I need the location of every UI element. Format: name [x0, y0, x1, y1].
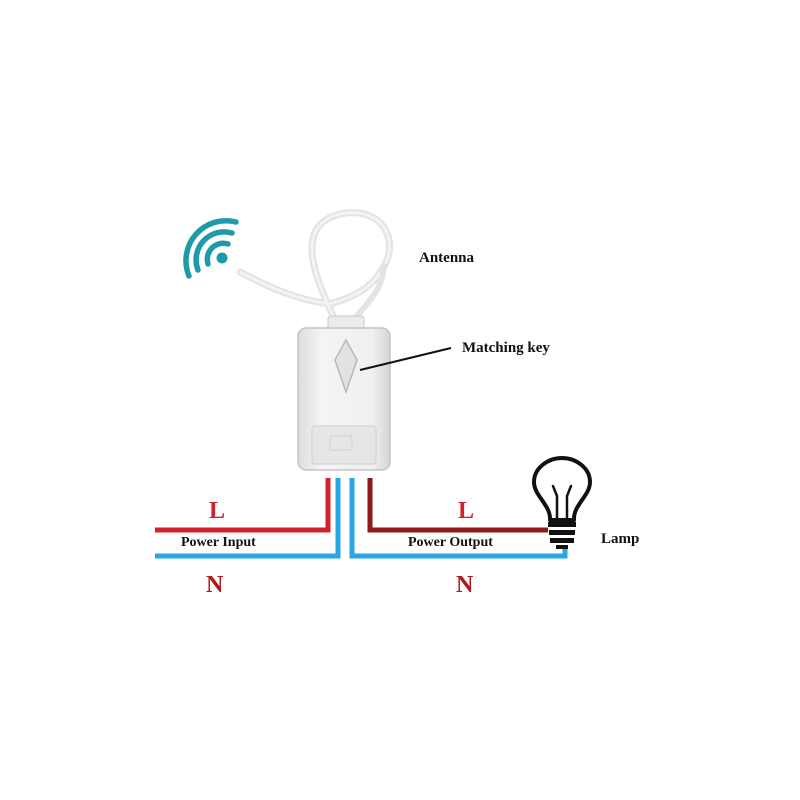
- power-output-label: Power Output: [408, 535, 493, 550]
- wifi-dot: [216, 252, 228, 264]
- power-input-label: Power Input: [181, 535, 256, 550]
- lamp-label: Lamp: [601, 531, 640, 547]
- lamp-base-tip: [556, 545, 568, 549]
- lamp-bulb-icon: [532, 456, 592, 549]
- live-output-wire: [367, 478, 548, 533]
- neutral-output-phase-label: N: [456, 572, 474, 598]
- matching-key-button: [334, 338, 358, 395]
- antenna-cable: [236, 209, 393, 326]
- lamp-base-band: [549, 530, 575, 535]
- wifi-arc-large: [183, 217, 239, 279]
- live-input-phase-label: L: [209, 498, 226, 524]
- antenna-label: Antenna: [419, 250, 475, 266]
- receiver-lower-panel: [311, 425, 377, 465]
- lamp-filament: [551, 484, 573, 520]
- lamp-base-band: [550, 538, 574, 543]
- matching-key-label: Matching key: [462, 340, 550, 356]
- receiver-module: [297, 315, 391, 471]
- wifi-signal-icon: [183, 217, 239, 279]
- neutral-input-wire: [155, 478, 341, 559]
- lamp-glass: [532, 456, 592, 522]
- antenna-wire-highlight: [238, 211, 391, 324]
- neutral-input-phase-label: N: [206, 572, 224, 598]
- wires: [155, 478, 568, 559]
- wifi-arc-small: [204, 240, 231, 267]
- live-input-wire: [155, 478, 331, 533]
- neutral-output-wire: [349, 478, 568, 559]
- receiver-terminal-mark: [329, 435, 353, 451]
- matching-key-callout-line: [359, 347, 452, 371]
- wifi-arc-medium: [193, 229, 235, 273]
- live-output-phase-label: L: [458, 498, 475, 524]
- lamp-base-band: [548, 522, 576, 527]
